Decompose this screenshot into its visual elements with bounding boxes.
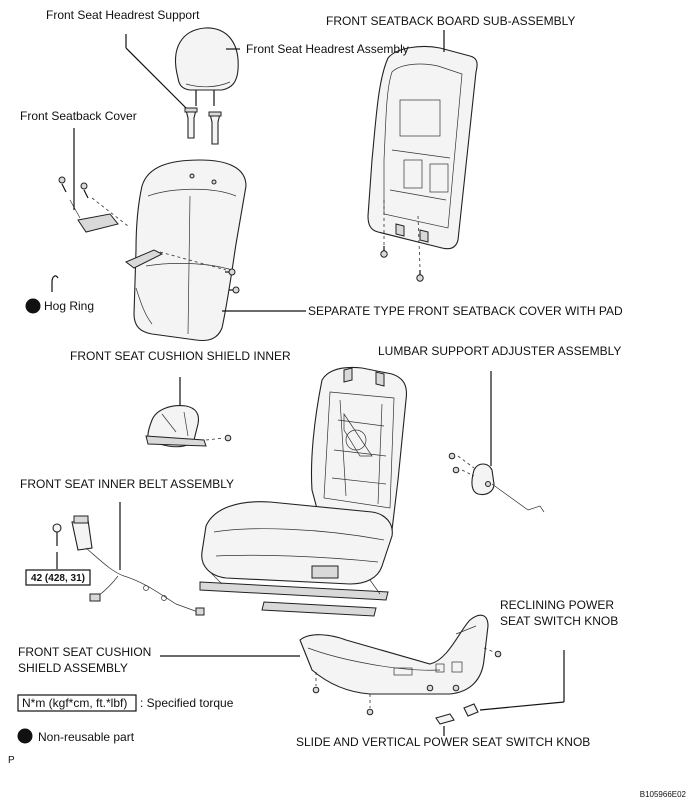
label-slide-knob: SLIDE AND VERTICAL POWER SEAT SWITCH KNO…	[296, 735, 590, 749]
slide-knob	[435, 713, 455, 725]
label-lumbar-support: LUMBAR SUPPORT ADJUSTER ASSEMBLY	[378, 344, 621, 358]
reclining-knob	[463, 703, 479, 717]
seatback-screws	[58, 176, 240, 294]
cushion-shield-assembly	[299, 614, 489, 695]
label-cushion-shield-line2: SHIELD ASSEMBLY	[18, 661, 128, 675]
label-seatback-board: FRONT SEATBACK BOARD SUB-ASSEMBLY	[326, 14, 575, 28]
board-screws	[380, 246, 424, 282]
label-headrest-assembly: Front Seat Headrest Assembly	[246, 42, 409, 56]
legend-nonreusable: Non-reusable part	[17, 728, 135, 744]
label-separate-cover: SEPARATE TYPE FRONT SEATBACK COVER WITH …	[308, 304, 623, 318]
inner-belt-assembly	[71, 515, 205, 616]
seatback-cover-pad	[125, 159, 247, 342]
cushion-shield-inner	[145, 405, 207, 448]
label-seatback-cover: Front Seatback Cover	[20, 109, 137, 123]
belt-bolt	[52, 523, 62, 546]
legend-torque: N*m (kgf*cm, ft.*lbf) : Specified torque	[17, 694, 234, 712]
seatback-cover-clip	[69, 199, 119, 233]
lumbar-support-adjuster	[471, 463, 545, 513]
seat-frame	[310, 366, 408, 531]
legend-torque-text: : Specified torque	[140, 696, 234, 710]
non-reusable-dot-hog-ring	[25, 298, 41, 314]
torque-spec-box: 42 (428, 31)	[25, 569, 91, 586]
lumbar-screws	[448, 452, 475, 477]
hog-ring-icon	[51, 275, 59, 292]
shield-inner-screw	[224, 434, 232, 442]
label-cushion-shield-inner: FRONT SEAT CUSHION SHIELD INNER	[70, 349, 291, 363]
label-reclining-knob-line2: SEAT SWITCH KNOB	[500, 614, 618, 628]
label-headrest-support: Front Seat Headrest Support	[46, 8, 200, 22]
shield-assembly-screws	[312, 647, 502, 716]
headrest-supports	[184, 107, 222, 145]
page-marker: P	[8, 755, 15, 766]
label-cushion-shield-line1: FRONT SEAT CUSHION	[18, 645, 151, 659]
figure-id: B105966E02	[640, 790, 687, 799]
label-inner-belt: FRONT SEAT INNER BELT ASSEMBLY	[20, 477, 234, 491]
headrest-assembly	[174, 27, 239, 106]
label-hog-ring: Hog Ring	[44, 299, 94, 313]
legend-torque-box: N*m (kgf*cm, ft.*lbf)	[22, 696, 127, 710]
non-reusable-dot-icon	[17, 728, 33, 744]
torque-value: 42 (428, 31)	[31, 573, 85, 584]
seat-cushion	[201, 501, 393, 585]
label-reclining-knob-line1: RECLINING POWER	[500, 598, 614, 612]
seat-rails	[199, 571, 389, 617]
legend-nonreusable-text: Non-reusable part	[38, 730, 135, 744]
seatback-board	[367, 45, 478, 250]
